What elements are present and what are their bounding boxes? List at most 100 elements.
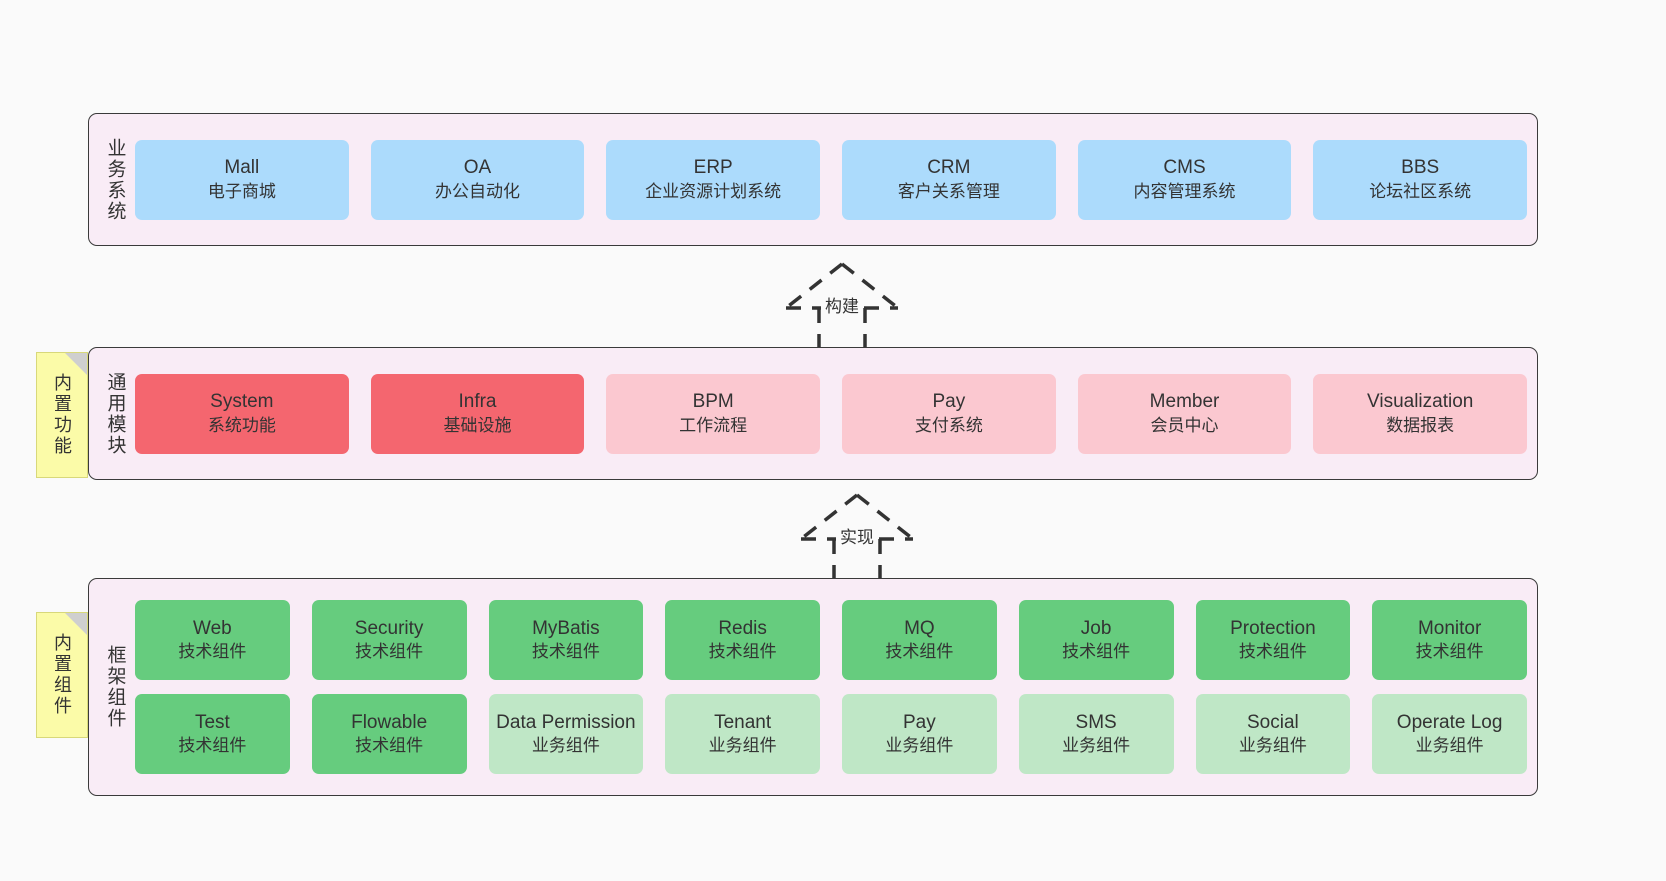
- framework-card-sms[interactable]: SMS 业务组件: [1018, 694, 1174, 774]
- card-name: Social: [1247, 711, 1299, 733]
- card-desc: 技术组件: [1238, 642, 1307, 662]
- card-name: OA: [463, 157, 492, 179]
- builtin-functions-note-label: 内置功能: [52, 373, 72, 457]
- card-name: Data Permission: [496, 711, 636, 733]
- card-desc: 支付系统: [914, 415, 983, 435]
- card-desc: 技术组件: [1062, 642, 1131, 662]
- framework-card-social[interactable]: Social 业务组件: [1195, 694, 1351, 774]
- card-desc: 内容管理系统: [1133, 181, 1236, 201]
- card-name: Job: [1080, 617, 1112, 639]
- card-desc: 技术组件: [355, 736, 424, 756]
- framework-card-redis[interactable]: Redis 技术组件: [665, 600, 820, 680]
- card-name: MQ: [904, 617, 935, 639]
- card-name: Web: [193, 617, 232, 639]
- framework-card-tenant[interactable]: Tenant 业务组件: [665, 694, 820, 774]
- card-desc: 业务组件: [1415, 736, 1484, 756]
- card-name: ERP: [693, 157, 733, 179]
- card-name: Visualization: [1367, 391, 1474, 413]
- card-name: Tenant: [714, 711, 772, 733]
- card-desc: 工作流程: [679, 415, 748, 435]
- card-desc: 业务组件: [885, 736, 954, 756]
- card-name: BBS: [1401, 157, 1440, 179]
- framework-card-web[interactable]: Web 技术组件: [135, 600, 290, 680]
- card-desc: 业务组件: [531, 736, 600, 756]
- card-name: BPM: [692, 391, 734, 413]
- card-name: Test: [194, 711, 230, 733]
- card-name: System: [210, 391, 274, 413]
- framework-components-title: 框架组件: [104, 645, 126, 729]
- framework-card-security[interactable]: Security 技术组件: [311, 600, 467, 680]
- card-desc: 技术组件: [178, 736, 247, 756]
- framework-card-flowable[interactable]: Flowable 技术组件: [311, 694, 467, 774]
- card-name: Security: [354, 617, 424, 639]
- card-desc: 企业资源计划系统: [645, 181, 782, 201]
- card-name: Pay: [903, 711, 936, 733]
- implement-arrow-label: 实现: [836, 523, 878, 548]
- framework-card-operate-log[interactable]: Operate Log 业务组件: [1372, 694, 1527, 774]
- card-name: Member: [1149, 391, 1220, 413]
- card-name: CMS: [1163, 157, 1206, 179]
- builtin-functions-note: 内置功能: [36, 352, 88, 478]
- framework-card-mq[interactable]: MQ 技术组件: [842, 600, 997, 680]
- card-desc: 系统功能: [207, 415, 276, 435]
- framework-card-job[interactable]: Job 技术组件: [1018, 600, 1174, 680]
- card-name: Pay: [932, 391, 966, 413]
- card-desc: 电子商城: [207, 181, 276, 201]
- framework-card-mybatis[interactable]: MyBatis 技术组件: [488, 600, 644, 680]
- builtin-components-note-label: 内置组件: [52, 633, 72, 717]
- builtin-components-note: 内置组件: [36, 612, 88, 738]
- card-desc: 业务组件: [708, 736, 777, 756]
- build-generalization-arrow: 构建: [757, 256, 927, 356]
- card-desc: 业务组件: [1238, 736, 1307, 756]
- card-name: Operate Log: [1396, 711, 1503, 733]
- card-desc: 技术组件: [531, 642, 600, 662]
- card-desc: 客户关系管理: [897, 181, 1000, 201]
- card-desc: 数据报表: [1386, 415, 1455, 435]
- card-desc: 会员中心: [1150, 415, 1219, 435]
- card-desc: 基础设施: [443, 415, 512, 435]
- card-desc: 业务组件: [1062, 736, 1131, 756]
- card-name: Infra: [458, 391, 497, 413]
- implement-generalization-arrow: 实现: [772, 487, 942, 587]
- card-name: MyBatis: [532, 617, 600, 639]
- framework-card-pay[interactable]: Pay 业务组件: [842, 694, 997, 774]
- common-modules-title: 通用模块: [104, 371, 126, 456]
- card-name: Flowable: [351, 711, 428, 733]
- framework-card-test[interactable]: Test 技术组件: [135, 694, 290, 774]
- card-name: Mall: [224, 157, 260, 179]
- card-name: Redis: [718, 617, 767, 639]
- card-name: CRM: [927, 157, 971, 179]
- card-name: SMS: [1075, 711, 1117, 733]
- framework-card-data-permission[interactable]: Data Permission 业务组件: [488, 694, 644, 774]
- card-desc: 办公自动化: [435, 181, 520, 201]
- card-desc: 技术组件: [178, 642, 247, 662]
- business-systems-title: 业务系统: [104, 137, 126, 222]
- card-desc: 技术组件: [708, 642, 777, 662]
- card-desc: 技术组件: [1415, 642, 1484, 662]
- card-desc: 技术组件: [355, 642, 424, 662]
- card-desc: 技术组件: [885, 642, 954, 662]
